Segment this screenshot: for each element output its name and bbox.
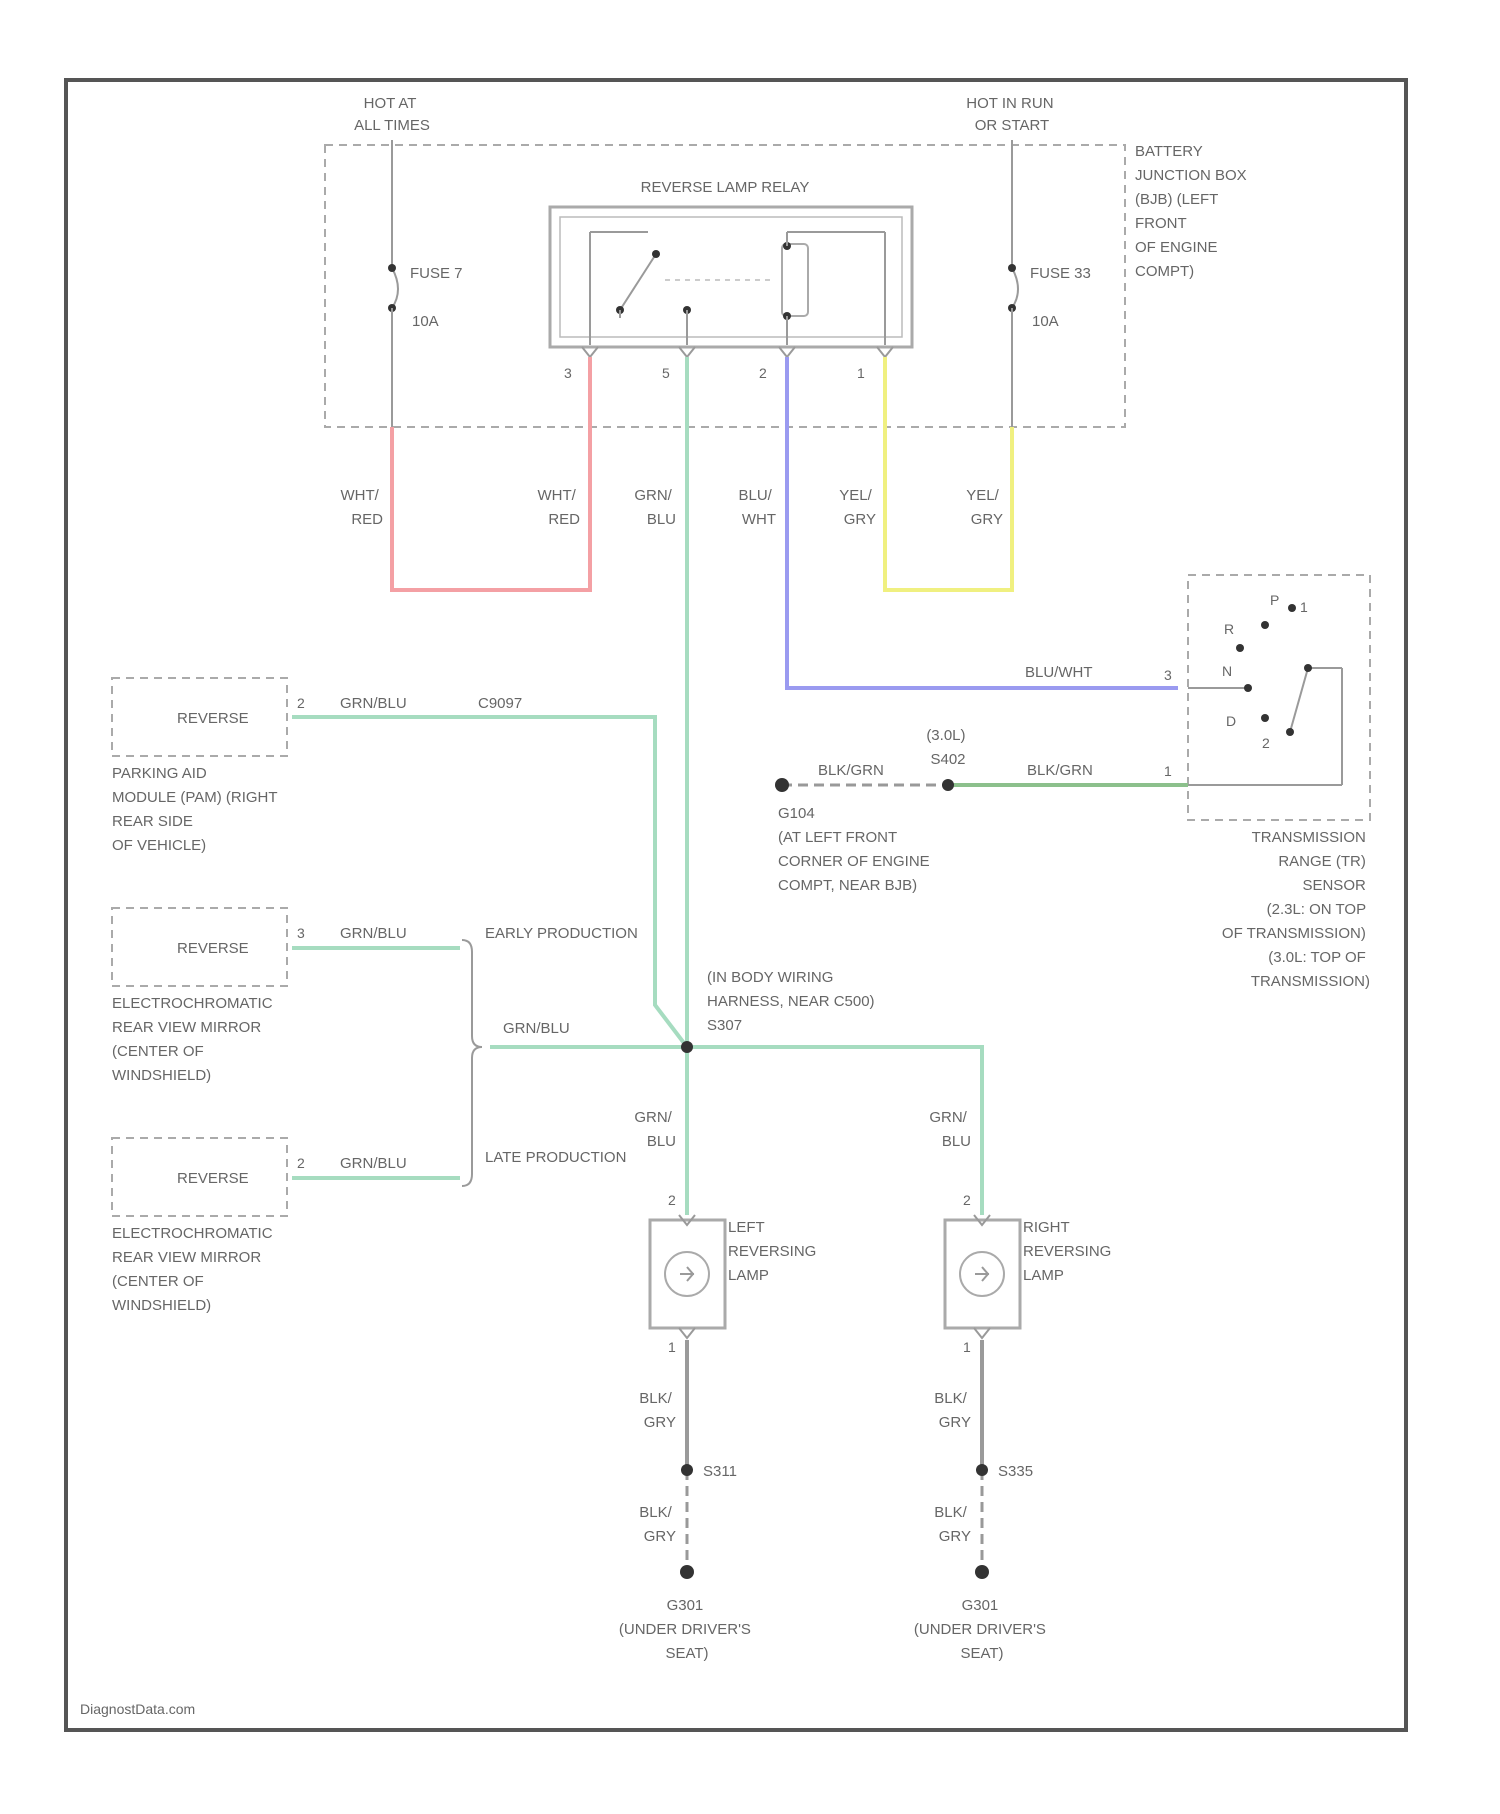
early-production-label: EARLY PRODUCTION <box>485 925 638 942</box>
tr-pos-1: 1 <box>1300 599 1308 615</box>
fuse-7-rating: 10A <box>412 313 439 330</box>
g104-ground <box>775 778 789 792</box>
s311-label: S311 <box>703 1463 737 1480</box>
mirror-late-pin: 2 <box>297 1155 305 1171</box>
right-g301-ground <box>975 1565 989 1579</box>
right-lamp-pin-1: 1 <box>963 1339 971 1355</box>
yel-gry-label-1: YEL/ GRY <box>839 487 876 528</box>
mirror-early-wire-label: GRN/BLU <box>340 925 407 942</box>
tr-sensor-switch <box>1188 604 1342 785</box>
reverse-lamp-relay <box>550 207 912 357</box>
pam-wire-label: GRN/BLU <box>340 695 407 712</box>
s307-label: (IN BODY WIRING HARNESS, NEAR C500) S307 <box>707 969 879 1034</box>
mirror-early-pin: 3 <box>297 925 305 941</box>
mirror-early-box-text: REVERSE <box>177 940 249 957</box>
s335-label: S335 <box>998 1463 1033 1480</box>
tr-pin-1: 1 <box>1164 763 1172 779</box>
hot-at-all-times-label: HOT AT ALL TIMES <box>354 95 430 134</box>
wht-red-label-1: WHT/ RED <box>341 487 384 528</box>
fuse-33 <box>1008 140 1018 427</box>
tr-pos-n: N <box>1222 663 1232 679</box>
right-lamp-label: RIGHT REVERSING LAMP <box>1023 1219 1116 1284</box>
right-reversing-lamp <box>945 1215 1020 1338</box>
left-lamp-label: LEFT REVERSING LAMP <box>728 1219 821 1284</box>
pam-box-text: REVERSE <box>177 710 249 727</box>
junction-box-label: BATTERY JUNCTION BOX (BJB) (LEFT FRONT O… <box>1135 143 1251 280</box>
s402-splice <box>942 779 954 791</box>
wht-red-wire <box>392 357 590 590</box>
s311-splice <box>681 1464 693 1476</box>
right-blk-gry-label-1: BLK/ GRY <box>934 1390 971 1431</box>
fuse-7 <box>388 140 398 427</box>
relay-pin-1: 1 <box>857 365 865 381</box>
relay-pin-3: 3 <box>564 365 572 381</box>
tr-pos-2: 2 <box>1262 735 1270 751</box>
left-g301-label: G301 (UNDER DRIVER'S SEAT) <box>619 1597 755 1662</box>
fuse-7-label: FUSE 7 <box>410 265 463 282</box>
left-g301-ground <box>680 1565 694 1579</box>
blu-wht-long-label: BLU/WHT <box>1025 664 1093 681</box>
wht-red-label-2: WHT/ RED <box>538 487 581 528</box>
left-reversing-lamp <box>650 1215 725 1338</box>
blk-grn-label-2: BLK/GRN <box>1027 762 1093 779</box>
mirror-late-box-text: REVERSE <box>177 1170 249 1187</box>
tr-pos-r: R <box>1224 621 1234 637</box>
late-production-label: LATE PRODUCTION <box>485 1149 626 1166</box>
grn-blu-label: GRN/ BLU <box>634 487 676 528</box>
mirror-late-wire-label: GRN/BLU <box>340 1155 407 1172</box>
yel-gry-wire <box>885 357 1012 590</box>
s402-label: (3.0L) S402 <box>926 727 969 768</box>
diagram-frame <box>66 80 1406 1730</box>
hot-in-run-label: HOT IN RUN OR START <box>966 95 1057 134</box>
watermark: DiagnostData.com <box>80 1701 195 1717</box>
tr-pos-p: P <box>1270 592 1279 608</box>
pam-pin: 2 <box>297 695 305 711</box>
g104-label: G104 (AT LEFT FRONT CORNER OF ENGINE COM… <box>778 805 934 894</box>
tr-pos-d: D <box>1226 713 1236 729</box>
fuse-33-label: FUSE 33 <box>1030 265 1091 282</box>
grn-blu-right-wire <box>687 1047 982 1215</box>
blu-wht-label: BLU/ WHT <box>738 487 776 528</box>
c9097-label: C9097 <box>478 695 522 712</box>
relay-title: REVERSE LAMP RELAY <box>641 179 810 196</box>
right-lamp-pin-2: 2 <box>963 1192 971 1208</box>
grn-blu-left-label: GRN/ BLU <box>634 1109 676 1150</box>
grn-blu-center-label: GRN/BLU <box>503 1020 570 1037</box>
right-g301-label: G301 (UNDER DRIVER'S SEAT) <box>914 1597 1050 1662</box>
s307-splice <box>681 1041 693 1053</box>
s335-splice <box>976 1464 988 1476</box>
production-bracket <box>462 940 482 1186</box>
left-blk-gry-label-2: BLK/ GRY <box>639 1504 676 1545</box>
blk-grn-label-1: BLK/GRN <box>818 762 884 779</box>
yel-gry-label-2: YEL/ GRY <box>966 487 1003 528</box>
right-blk-gry-label-2: BLK/ GRY <box>934 1504 971 1545</box>
tr-sensor-label: TRANSMISSION RANGE (TR) SENSOR (2.3L: ON… <box>1222 829 1370 990</box>
pam-label: PARKING AID MODULE (PAM) (RIGHT REAR SID… <box>112 765 281 854</box>
relay-pin-5: 5 <box>662 365 670 381</box>
relay-pin-2: 2 <box>759 365 767 381</box>
tr-pin-3: 3 <box>1164 667 1172 683</box>
mirror-early-label: ELECTROCHROMATIC REAR VIEW MIRROR (CENTE… <box>112 995 277 1084</box>
left-blk-gry-label-1: BLK/ GRY <box>639 1390 676 1431</box>
fuse-33-rating: 10A <box>1032 313 1059 330</box>
left-lamp-pin-2: 2 <box>668 1192 676 1208</box>
grn-blu-right-label: GRN/ BLU <box>929 1109 971 1150</box>
mirror-late-label: ELECTROCHROMATIC REAR VIEW MIRROR (CENTE… <box>112 1225 277 1314</box>
left-lamp-pin-1: 1 <box>668 1339 676 1355</box>
pam-wire <box>292 717 687 1047</box>
